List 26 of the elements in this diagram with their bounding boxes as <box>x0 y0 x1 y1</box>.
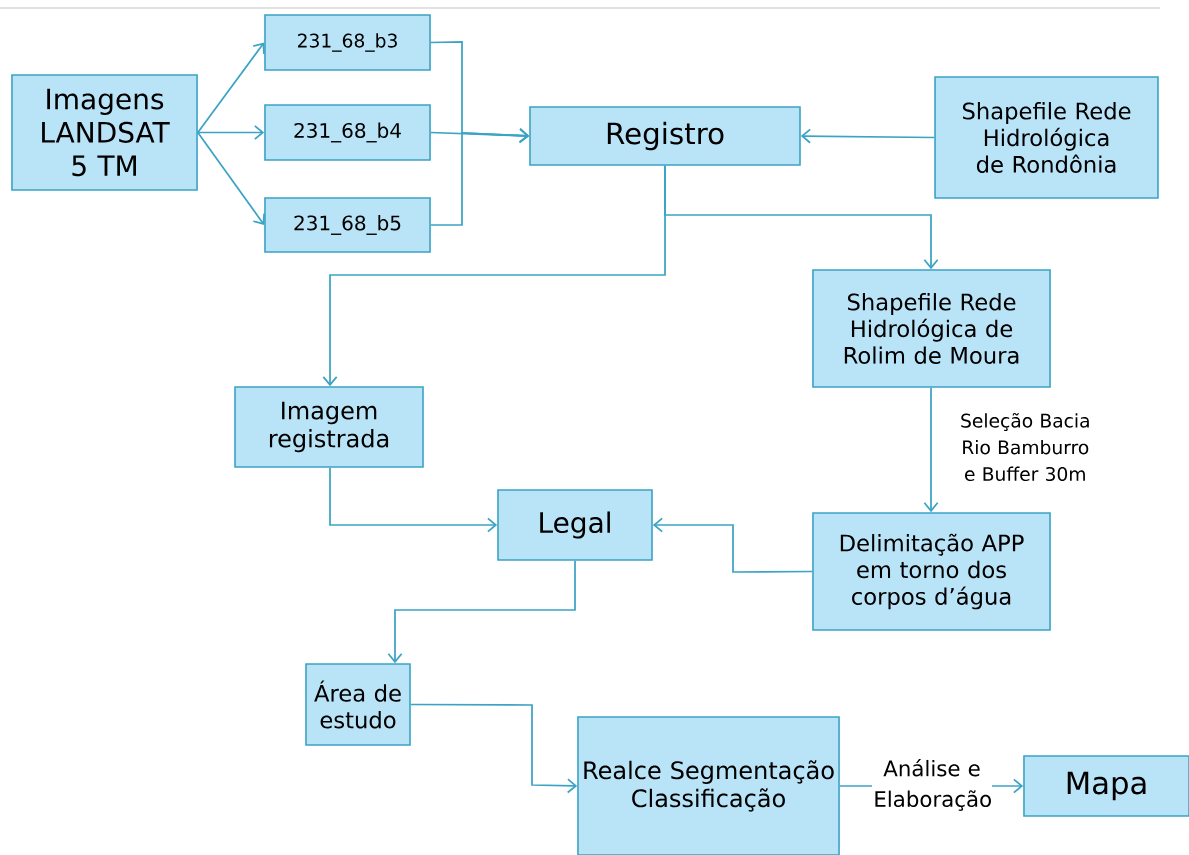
arrow <box>429 128 530 226</box>
edge-label: Seleção Bacia Rio Bamburro e Buffer 30m <box>937 411 1114 483</box>
arrow <box>387 559 576 664</box>
arrow <box>923 386 939 513</box>
arrow <box>196 131 265 225</box>
edge-label: Análise e Elaboração <box>872 757 992 813</box>
process-box: Mapa <box>1023 755 1189 817</box>
process-box: Shapefile Rede Hidrológica de Rolim de Moura <box>812 269 1051 388</box>
process-box: Imagens LANDSAT 5 TM <box>11 74 198 191</box>
process-box: Registro <box>529 106 801 166</box>
process-box: 231_68_b5 <box>264 197 431 253</box>
process-box: 231_68_b3 <box>264 14 431 71</box>
arrow <box>196 124 265 141</box>
process-box: Delimitação APP em torno dos corpos d’água <box>812 512 1051 631</box>
arrow <box>322 164 666 387</box>
arrow <box>409 703 578 794</box>
arrow <box>652 517 814 573</box>
process-box: 231_68_b4 <box>264 104 431 161</box>
process-box: Realce Segmentação Classificação <box>577 716 840 855</box>
process-box: Área de estudo <box>305 663 411 746</box>
process-box: Legal <box>497 489 653 561</box>
arrow <box>329 466 498 533</box>
process-box: Shapefile Rede Hidrológica de Rondônia <box>934 76 1159 199</box>
process-box: Imagem registrada <box>234 386 424 468</box>
arrow <box>196 42 265 134</box>
arrow <box>800 128 936 144</box>
